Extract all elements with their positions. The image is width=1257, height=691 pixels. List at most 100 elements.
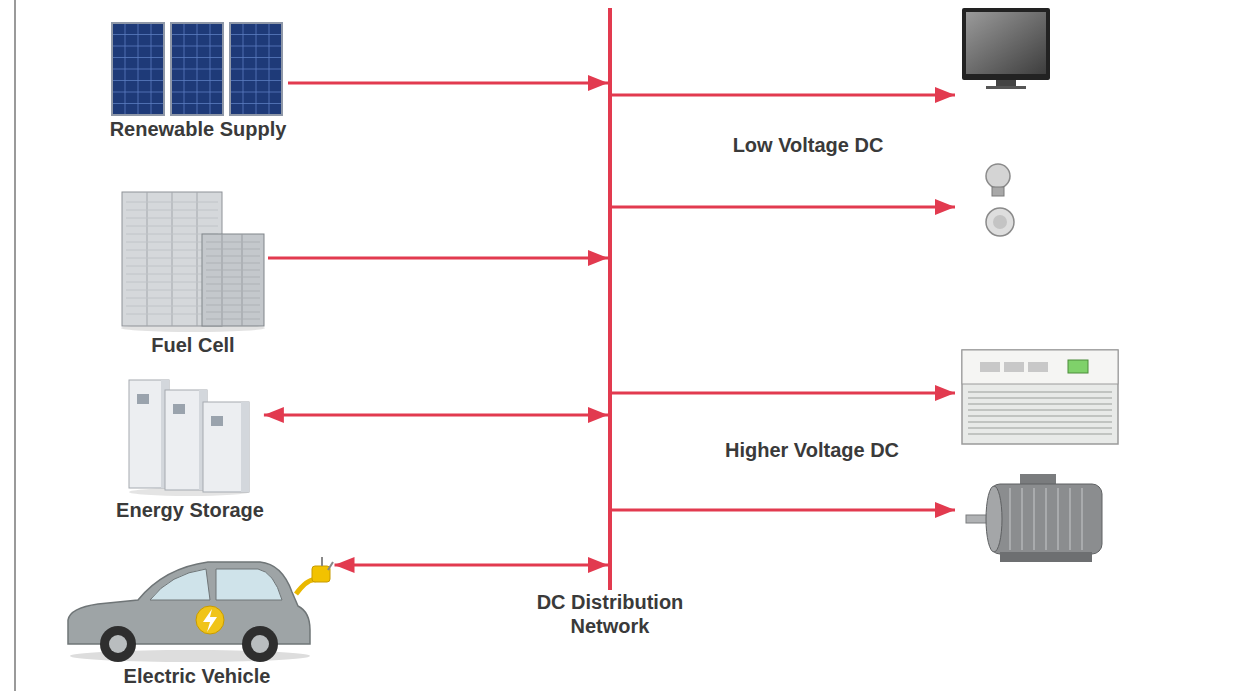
- air-conditioner-icon: [980, 362, 1000, 372]
- tv-icon: [966, 12, 1046, 74]
- node-illustration: [109, 635, 127, 653]
- load-wire: [612, 95, 955, 510]
- node-illustration: [150, 569, 210, 600]
- node-illustration: [206, 312, 260, 313]
- node-illustration: [118, 188, 268, 333]
- node-illustration: [100, 626, 136, 662]
- load-wire: [612, 206, 955, 209]
- node-illustration: [206, 270, 260, 271]
- solar-panel: [231, 46, 281, 47]
- node-illustration: [203, 402, 249, 492]
- solar-panel: [112, 23, 164, 115]
- air-conditioner-icon: [1068, 360, 1088, 373]
- air-conditioner-icon: [968, 403, 1112, 405]
- node-illustration: [206, 277, 260, 278]
- node-illustration: [312, 566, 330, 582]
- bus-bar: [608, 8, 612, 590]
- motor-icon: [1057, 488, 1059, 550]
- solar-panel: [230, 23, 282, 115]
- power-flow-arrow: [288, 82, 608, 85]
- motor-icon: [1000, 552, 1092, 562]
- node-label: Energy Storage: [116, 498, 264, 522]
- air-conditioner-icon: [968, 433, 1112, 435]
- solar-panel: [113, 103, 163, 104]
- node-illustration: [126, 218, 218, 219]
- air-conditioner-icon: [968, 427, 1112, 429]
- frame-line: [14, 0, 16, 691]
- solar-panel: [231, 103, 281, 104]
- node-illustration: [242, 626, 278, 662]
- solar-panel: [172, 46, 222, 47]
- dc-bus: DC Distribution Network: [510, 8, 710, 638]
- solar-panel: [172, 92, 222, 93]
- tv-icon: [962, 8, 1050, 80]
- load-wire: [612, 509, 955, 512]
- power-flow-arrow: [264, 414, 608, 417]
- solar-panel: [113, 80, 163, 81]
- solar-panel: [172, 69, 222, 70]
- node-illustration: [206, 319, 260, 320]
- node-illustration: [206, 291, 260, 292]
- node-illustration: [68, 562, 310, 644]
- node-label: Renewable Supply: [108, 117, 288, 141]
- node-illustration: [126, 202, 218, 203]
- source-block: Renewable Supply: [108, 22, 288, 141]
- node-illustration: [202, 234, 264, 326]
- load-wire: [612, 94, 955, 97]
- solar-panel: [231, 34, 281, 35]
- solar-panel: [231, 92, 281, 93]
- node-illustration: [211, 416, 223, 426]
- node-illustration: [137, 394, 149, 404]
- solar-panel: [171, 23, 223, 115]
- node-label: Electric Vehicle: [60, 664, 335, 688]
- air-conditioner-icon: [968, 397, 1112, 399]
- air-conditioner-icon: [1004, 362, 1024, 372]
- node-illustration: [108, 22, 288, 117]
- solar-panel: [113, 46, 163, 47]
- solar-panel: [113, 57, 163, 58]
- air-conditioner-icon: [968, 409, 1112, 411]
- voltage-label: Low Voltage DC: [733, 133, 884, 157]
- motor-icon: [1009, 488, 1011, 550]
- motor-icon: [1010, 488, 1082, 550]
- node-illustration: [60, 552, 335, 664]
- air-conditioner-icon: [968, 421, 1112, 423]
- solar-panel: [231, 57, 281, 58]
- solar-panel: [171, 23, 223, 115]
- solar-panel: [112, 23, 164, 115]
- motor-icon: [1021, 488, 1023, 550]
- vehicle-block: Electric Vehicle: [60, 552, 335, 688]
- solar-panel: [113, 34, 163, 35]
- air-conditioner-icon: [962, 350, 1118, 444]
- solar-panel: [231, 69, 281, 70]
- node-illustration: [206, 305, 260, 306]
- node-illustration: [206, 256, 260, 257]
- node-label: Fuel Cell: [118, 333, 268, 357]
- node-label: DC Distribution Network: [510, 590, 710, 638]
- air-conditioner-icon: [968, 392, 1112, 434]
- node-illustration: [165, 390, 207, 490]
- node-illustration: [203, 609, 217, 632]
- tv-icon: [962, 8, 1050, 89]
- bulb-icon: [986, 164, 1014, 236]
- motor-icon: [966, 474, 1102, 562]
- node-illustration: [126, 226, 218, 227]
- node-illustration: [206, 242, 260, 243]
- node-illustration: [328, 562, 333, 570]
- solar-panel: [230, 23, 282, 115]
- tv-icon: [986, 86, 1026, 89]
- solar-panel: [172, 57, 222, 58]
- node-illustration: [196, 606, 224, 634]
- node-illustration: [126, 210, 218, 211]
- bulb-icon: [993, 215, 1007, 229]
- node-illustration: [241, 402, 249, 492]
- bulb-icon: [986, 164, 1010, 188]
- bulb-icon: [992, 187, 1004, 196]
- node-illustration: [206, 298, 260, 299]
- motor-icon: [1045, 488, 1047, 550]
- motor-icon: [1033, 488, 1035, 550]
- load-wire: [612, 392, 955, 395]
- power-flow-arrow: [268, 257, 608, 260]
